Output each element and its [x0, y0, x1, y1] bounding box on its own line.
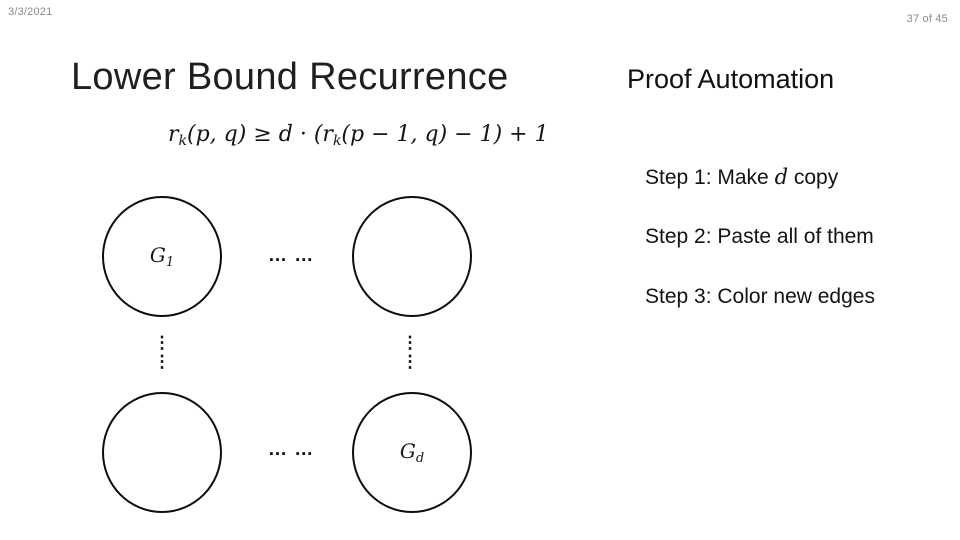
formula-mid: (p, q) ≥ d · ( [187, 122, 323, 147]
formula-r1: r [168, 122, 179, 147]
graph-circle-top-right [352, 196, 472, 317]
proof-step-1: Step 1: Make d copy [645, 165, 838, 190]
g1-base: G [149, 243, 166, 267]
formula-r2: r [322, 122, 333, 147]
proof-automation-heading: Proof Automation [627, 64, 835, 94]
step1-text-suffix: copy [788, 166, 839, 189]
graph-circle-gd: Gd [352, 392, 472, 513]
vertical-ellipsis-glyph: ⋮ [401, 352, 419, 371]
formula-tail: (p − 1, q) − 1) + 1 [341, 122, 549, 147]
graph-g1-label: G1 [150, 243, 174, 270]
graph-gd-label: Gd [400, 439, 424, 466]
formula-sub2: k [332, 133, 342, 149]
gd-subscript: d [415, 451, 425, 466]
recurrence-formula: rk(p, q) ≥ d · (rk(p − 1, q) − 1) + 1 [168, 122, 549, 149]
horizontal-ellipsis-bottom: … … [268, 439, 315, 460]
proof-step-2: Step 2: Paste all of them [645, 225, 874, 248]
slide-page-indicator: 37 of 45 [906, 13, 948, 25]
g1-subscript: 1 [165, 255, 175, 270]
proof-step-3: Step 3: Color new edges [645, 285, 875, 308]
vertical-ellipsis-glyph: ⋮ [401, 333, 419, 352]
slide-title: Lower Bound Recurrence [71, 56, 509, 98]
horizontal-ellipsis-top: … … [268, 245, 315, 266]
step1-math-d: d [774, 165, 789, 189]
graph-circle-bottom-left [102, 392, 222, 513]
step1-text-prefix: Step 1: Make [645, 166, 775, 189]
gd-base: G [399, 439, 416, 463]
vertical-ellipsis-right: ⋮ ⋮ [401, 333, 419, 371]
vertical-ellipsis-left: ⋮ ⋮ [153, 333, 171, 371]
graph-circle-g1: G1 [102, 196, 222, 317]
formula-sub1: k [178, 133, 188, 149]
slide-date: 3/3/2021 [8, 6, 53, 18]
vertical-ellipsis-glyph: ⋮ [153, 333, 171, 352]
vertical-ellipsis-glyph: ⋮ [153, 352, 171, 371]
